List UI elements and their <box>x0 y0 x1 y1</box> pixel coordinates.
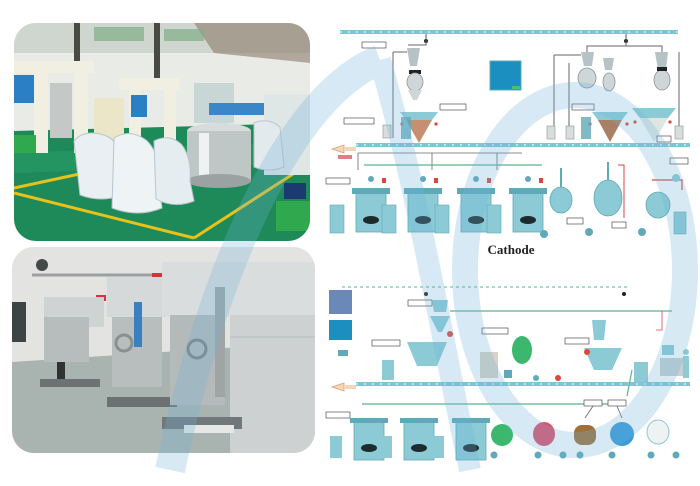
cathode-mixer-4 <box>509 176 547 233</box>
cathode-mixer-1 <box>352 176 390 233</box>
process-flow-diagram-graphic <box>325 30 690 461</box>
anode-mixer-2 <box>400 418 438 461</box>
factory-photo-wrapped-mixers-illustration <box>14 23 310 241</box>
factory-photo-stainless-mixers <box>12 247 315 453</box>
anode-section <box>325 286 690 461</box>
cathode-section <box>325 30 690 238</box>
anode-mixer-3 <box>452 418 490 461</box>
cathode-section-caption: Cathode <box>487 242 535 257</box>
process-flow-diagram: Cathode <box>322 0 700 481</box>
factory-photo-wrapped-mixers <box>14 23 310 241</box>
cathode-storage-tanks <box>540 157 689 238</box>
anode-mixer-1 <box>350 418 388 461</box>
cathode-mixer-3 <box>457 176 495 233</box>
factory-photo-stainless-mixers-illustration <box>12 247 315 453</box>
